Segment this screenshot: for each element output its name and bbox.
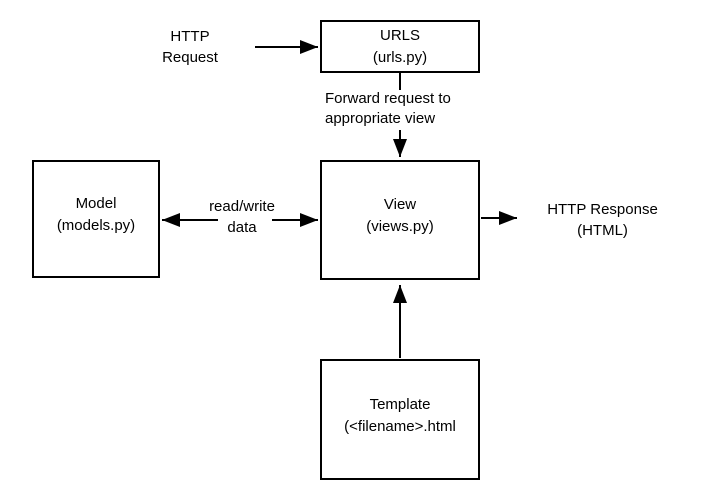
template-box: Template (<filename>.html [320, 359, 480, 480]
forward-request-label: Forward request to appropriate view [325, 89, 495, 129]
urls-box-title: URLS [379, 26, 420, 44]
http-request-label-line1: HTTP [170, 28, 210, 45]
urls-box-filename: (urls.py) [372, 48, 428, 66]
http-response-label-line1: HTTP Response [547, 201, 658, 218]
http-request-label: HTTP Request [130, 26, 250, 68]
read-write-data-label: read/write data [192, 196, 292, 238]
forward-request-label-line1: Forward request to [325, 90, 451, 107]
urls-box: URLS (urls.py) [320, 20, 480, 73]
view-box-filename: (views.py) [366, 218, 434, 235]
model-box-title: Model [75, 195, 117, 212]
http-response-label: HTTP Response (HTML) [520, 199, 685, 241]
view-box-title: View [383, 196, 417, 213]
http-response-label-line2: (HTML) [577, 222, 628, 239]
model-box-filename: (models.py) [56, 217, 136, 234]
http-request-label-line2: Request [162, 49, 218, 66]
forward-request-label-line2: appropriate view [325, 110, 436, 127]
template-box-title: Template [369, 395, 431, 413]
template-box-filename: (<filename>.html [344, 417, 456, 435]
read-write-data-label-line2: data [227, 219, 257, 236]
read-write-data-label-line1: read/write [209, 198, 275, 215]
model-box: Model (models.py) [32, 160, 160, 278]
view-box: View (views.py) [320, 160, 480, 280]
